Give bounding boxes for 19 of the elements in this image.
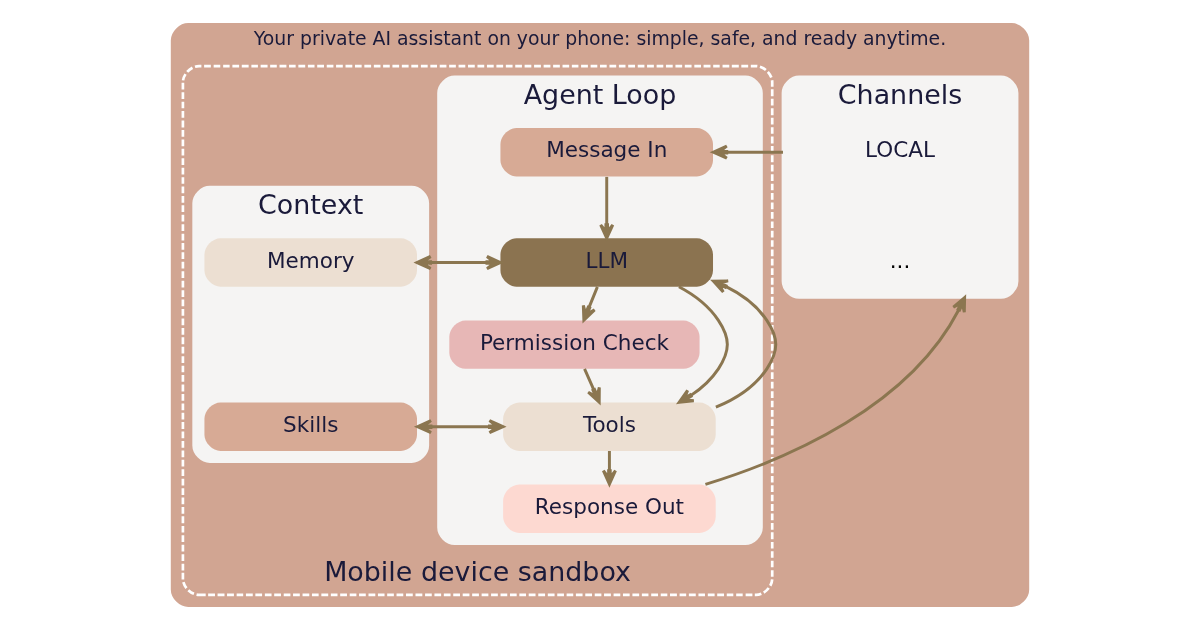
node-box: Skills	[204, 402, 417, 451]
arrow	[416, 419, 505, 435]
arrow	[599, 176, 615, 240]
arrow	[583, 368, 601, 404]
arrow	[415, 255, 502, 271]
arrow	[581, 286, 599, 322]
arrow	[601, 451, 617, 486]
node-box: LLM	[500, 238, 713, 287]
node-text: LOCAL	[865, 137, 935, 163]
arrow	[711, 144, 783, 160]
arrow	[677, 285, 729, 404]
arrow	[711, 279, 778, 409]
node-box: Message In	[500, 128, 713, 177]
arrow	[704, 296, 967, 486]
label: ...	[889, 247, 911, 273]
node-box: Permission Check	[449, 320, 700, 369]
node-box: Memory	[204, 238, 417, 287]
node-box: Tools	[503, 402, 716, 451]
node-box: Response Out	[503, 484, 716, 533]
